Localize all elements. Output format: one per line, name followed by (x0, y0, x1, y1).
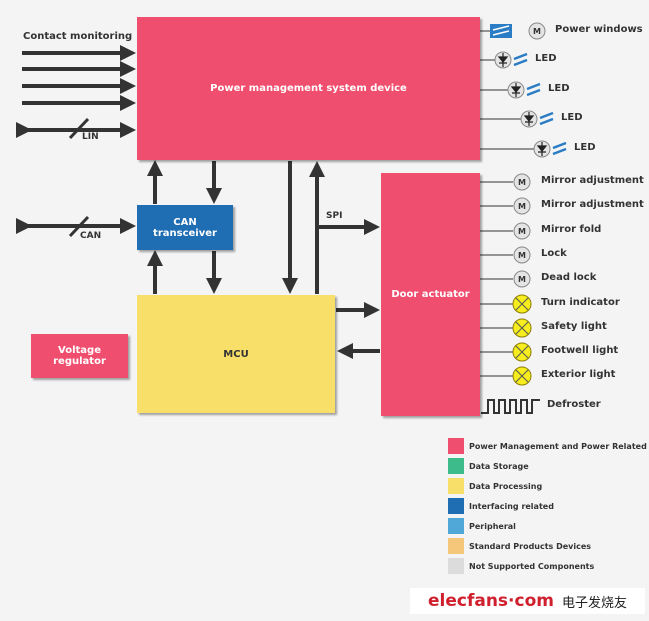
door-actuator-label: Door actuator (391, 289, 470, 300)
lin-label: LIN (82, 132, 99, 142)
output-label-led: LED (574, 142, 596, 153)
output-label-led: LED (535, 53, 557, 64)
output-label-mirror-adjustment: Mirror adjustment (541, 199, 644, 210)
legend-item: Interfacing related (448, 498, 554, 514)
legend-item: Not Supported Components (448, 558, 594, 574)
can-slash (68, 215, 90, 238)
power-management-block: Power management system device (137, 17, 480, 160)
lamp-icon (512, 342, 532, 362)
led-icon (494, 51, 528, 69)
output-label-power-windows: Power windows (555, 24, 643, 35)
lin-slash (68, 117, 90, 140)
legend-swatch (448, 438, 464, 454)
led-icon (520, 110, 554, 128)
legend-swatch (448, 518, 464, 534)
svg-text:M: M (518, 178, 526, 187)
can-transceiver-label: CAN transceiver (153, 216, 217, 239)
motor-icon: M (513, 270, 531, 288)
lamp-icon (512, 294, 532, 314)
spi-label: SPI (326, 211, 343, 221)
motor-icon: M (513, 246, 531, 264)
legend-swatch (448, 478, 464, 494)
output-label-safety-light: Safety light (541, 321, 607, 332)
voltage-regulator-block: Voltage regulator (31, 334, 128, 378)
heater-icon (481, 399, 540, 414)
lamp-icon (512, 318, 532, 338)
legend-label: Power Management and Power Related (469, 441, 647, 451)
legend-swatch (448, 498, 464, 514)
lamp-icon (512, 366, 532, 386)
svg-text:M: M (518, 227, 526, 236)
mcu-label: MCU (223, 348, 249, 360)
output-label-exterior-light: Exterior light (541, 369, 616, 380)
led-icon (533, 140, 567, 158)
power-window-icon (490, 24, 512, 38)
legend-label: Interfacing related (469, 501, 554, 511)
output-label-led: LED (548, 83, 570, 94)
can-transceiver-block: CAN transceiver (137, 205, 233, 250)
legend-item: Standard Products Devices (448, 538, 591, 554)
legend-label: Data Storage (469, 461, 529, 471)
legend-label: Not Supported Components (469, 561, 595, 571)
output-label-dead-lock: Dead lock (541, 272, 597, 283)
can-label: CAN (80, 231, 102, 241)
door-actuator-block: Door actuator (381, 173, 480, 416)
legend-item: Data Processing (448, 478, 542, 494)
watermark-en: elecfans·com (428, 591, 554, 611)
mcu-block: MCU (137, 295, 335, 413)
output-label-mirror-adjustment: Mirror adjustment (541, 175, 644, 186)
output-label-mirror-fold: Mirror fold (541, 224, 602, 235)
motor-icon: M (513, 222, 531, 240)
output-label-footwell-light: Footwell light (541, 345, 619, 356)
legend-swatch (448, 458, 464, 474)
svg-text:M: M (518, 275, 526, 284)
legend-item: Peripheral (448, 518, 516, 534)
legend-label: Standard Products Devices (469, 541, 592, 551)
legend-swatch (448, 558, 464, 574)
svg-text:M: M (533, 27, 541, 36)
watermark: elecfans·com 电子发烧友 (410, 588, 645, 614)
voltage-regulator-label: Voltage regulator (53, 345, 106, 367)
motor-icon: M (513, 197, 531, 215)
power-management-label: Power management system device (210, 83, 407, 94)
legend-item: Power Management and Power Related (448, 438, 647, 454)
output-label-lock: Lock (541, 248, 567, 259)
output-label-defroster: Defroster (547, 399, 601, 410)
motor-icon: M (513, 173, 531, 191)
legend-label: Peripheral (469, 521, 516, 531)
legend-label: Data Processing (469, 481, 543, 491)
output-label-led: LED (561, 112, 583, 123)
watermark-cn: 电子发烧友 (561, 595, 627, 611)
motor-icon: M (528, 22, 546, 40)
output-label-turn-indicator: Turn indicator (541, 297, 620, 308)
legend-swatch (448, 538, 464, 554)
contact-monitoring-label: Contact monitoring (23, 31, 133, 42)
svg-text:M: M (518, 202, 526, 211)
led-icon (507, 81, 541, 99)
legend-item: Data Storage (448, 458, 529, 474)
svg-text:M: M (518, 251, 526, 260)
